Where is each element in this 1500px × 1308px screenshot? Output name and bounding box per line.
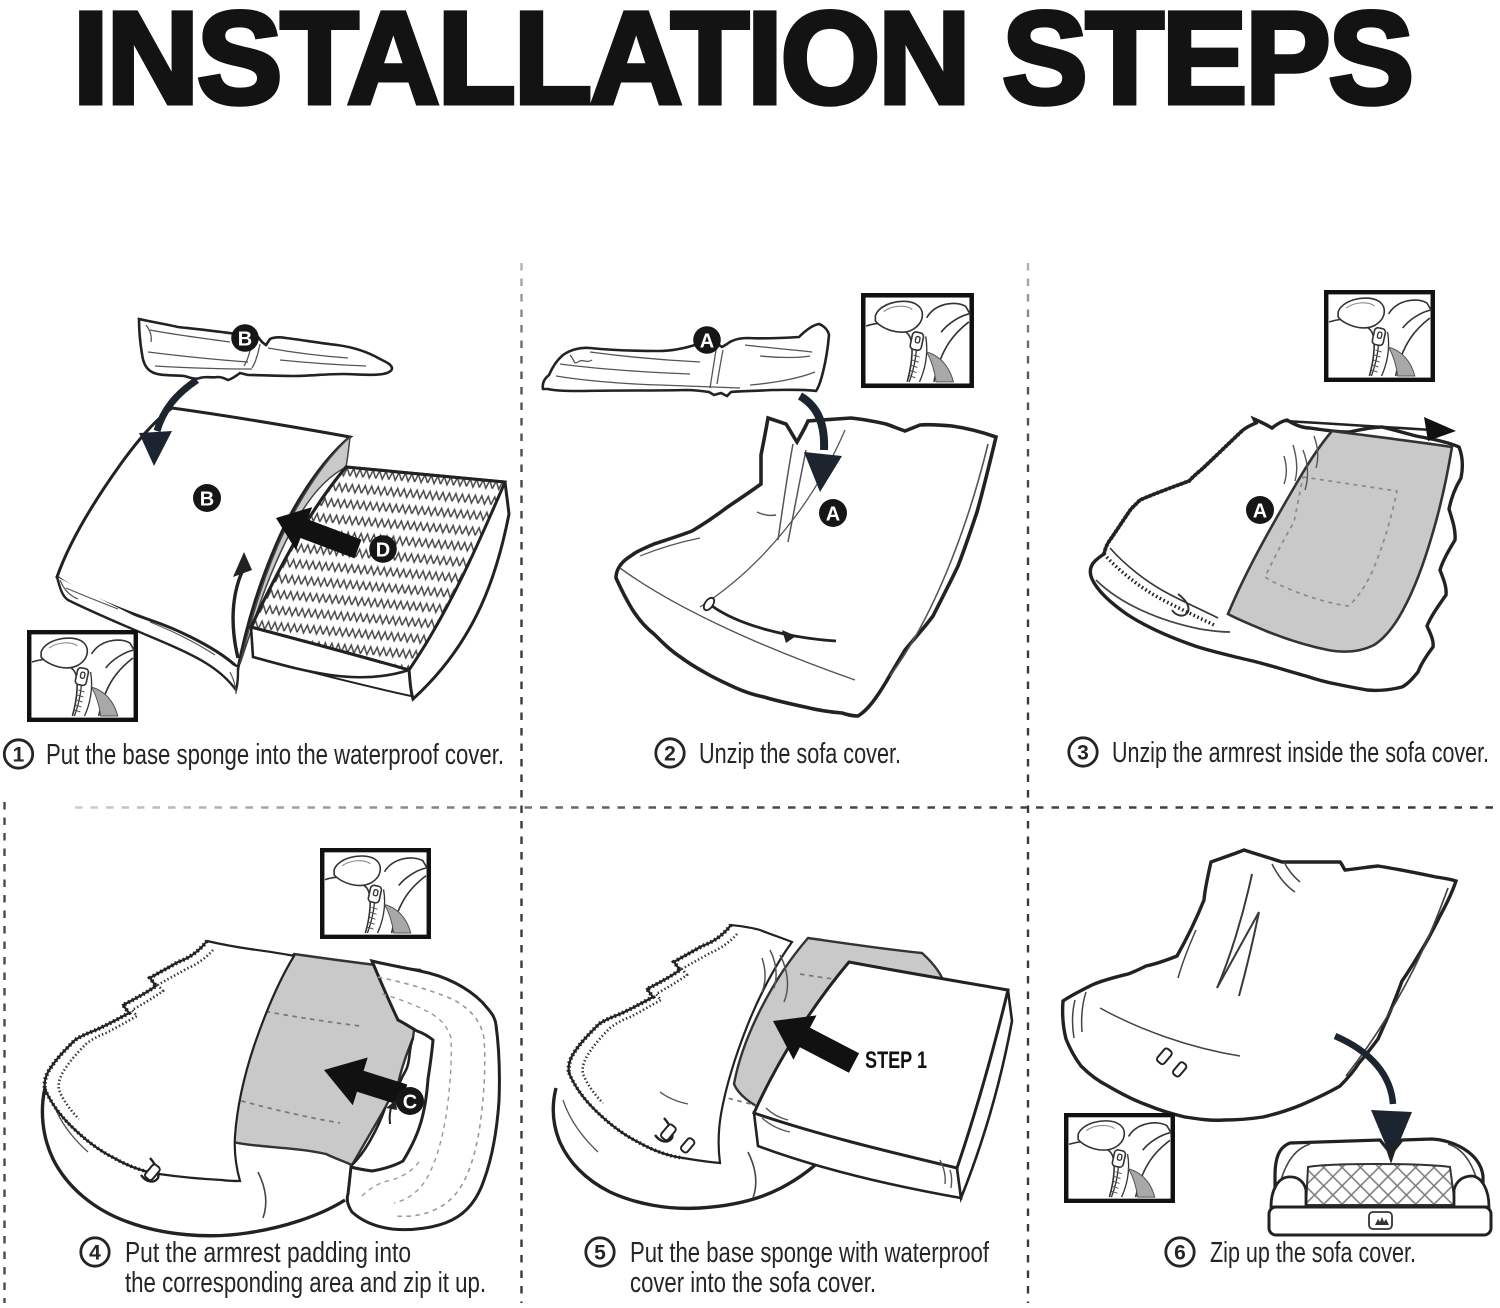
svg-text:Unzip the sofa cover.: Unzip the sofa cover.: [699, 738, 901, 770]
svg-text:A: A: [826, 504, 840, 526]
svg-text:Unzip the armrest inside the s: Unzip the armrest inside the sofa cover.: [1112, 737, 1489, 769]
svg-text:A: A: [1253, 501, 1267, 523]
svg-text:B: B: [238, 329, 252, 351]
svg-text:STEP 1: STEP 1: [865, 1047, 927, 1074]
svg-text:6: 6: [1174, 1242, 1186, 1265]
svg-text:Put the armrest padding into: Put the armrest padding into: [125, 1237, 411, 1269]
svg-text:2: 2: [664, 743, 676, 766]
svg-text:the corresponding area and zip: the corresponding area and zip it up.: [125, 1267, 486, 1299]
svg-text:Put the base sponge with water: Put the base sponge with waterproof: [630, 1237, 989, 1269]
svg-text:cover into the sofa cover.: cover into the sofa cover.: [630, 1267, 876, 1299]
svg-text:INSTALLATION STEPS: INSTALLATION STEPS: [73, 0, 1412, 131]
svg-text:Put the base sponge into the w: Put the base sponge into the waterproof …: [46, 739, 504, 771]
svg-text:4: 4: [89, 1242, 101, 1265]
svg-text:A: A: [700, 331, 714, 353]
svg-text:D: D: [376, 540, 390, 562]
svg-text:Zip up the sofa cover.: Zip up the sofa cover.: [1210, 1237, 1416, 1269]
svg-text:5: 5: [594, 1242, 606, 1265]
svg-text:1: 1: [13, 744, 25, 767]
svg-text:3: 3: [1077, 742, 1089, 765]
svg-text:B: B: [200, 489, 214, 511]
svg-text:C: C: [403, 1092, 417, 1114]
